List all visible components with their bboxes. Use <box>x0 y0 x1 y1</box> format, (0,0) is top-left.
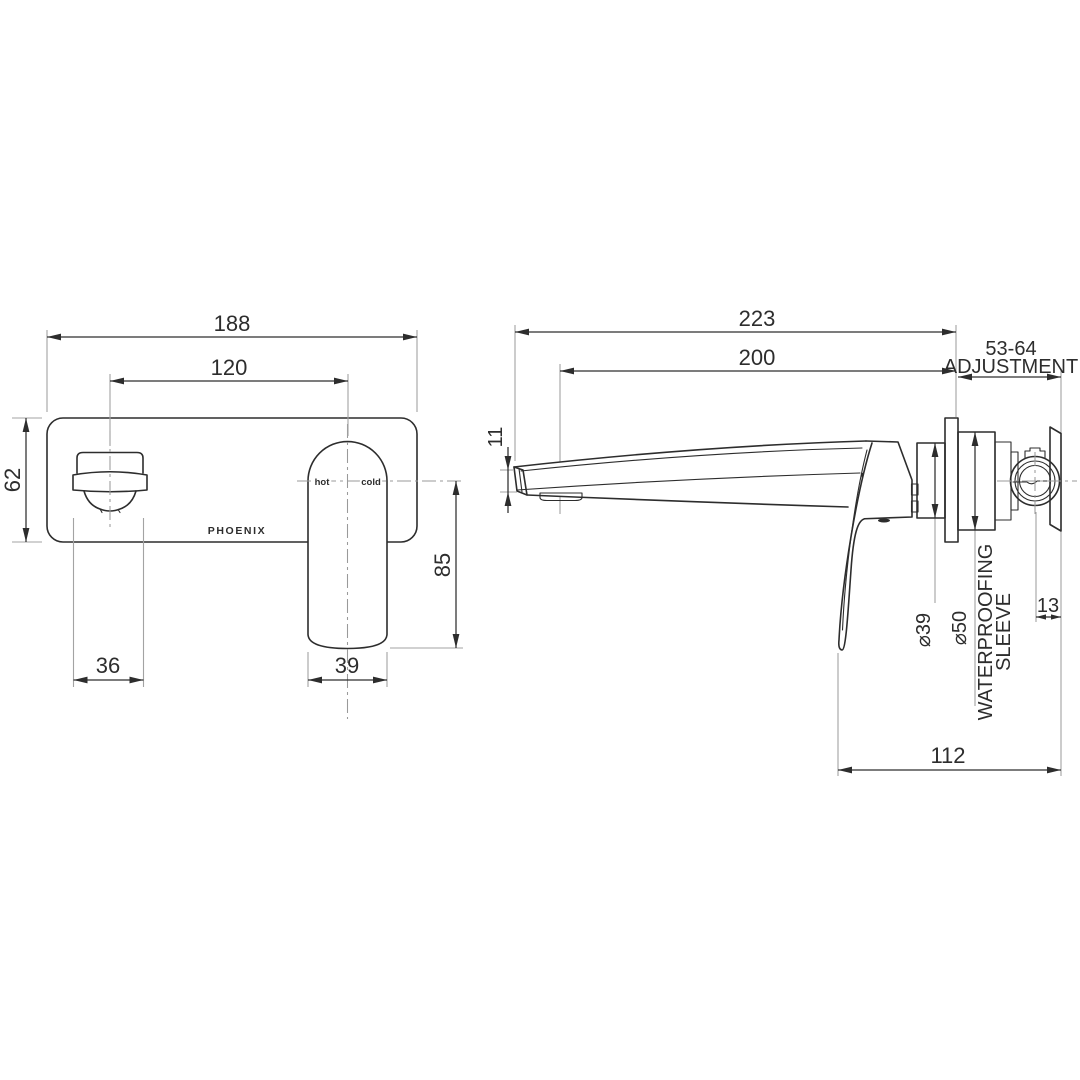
grub-screw <box>878 518 890 523</box>
hot-label: hot <box>315 477 331 488</box>
brand-logo-text: PHOENIX <box>208 525 266 537</box>
dim-label-dia50: ⌀50 <box>949 611 971 645</box>
dimension-plate-height: 62 <box>0 417 42 543</box>
dimension-handle-projection: 112 <box>838 743 1061 774</box>
wall-plate-edge <box>944 417 959 543</box>
cartridge-serration <box>1024 447 1046 459</box>
dim-label-dia39: ⌀39 <box>913 613 935 647</box>
dimension-outlet-width: 36 <box>72 518 145 687</box>
dim-label-53-64: 53-64 <box>985 338 1036 360</box>
dim-label-11: 11 <box>485 427 507 448</box>
dim-label-36: 36 <box>96 653 120 678</box>
dimension-handle-width: 39 <box>307 652 388 687</box>
dimension-handle-length: 85 <box>390 481 463 649</box>
dim-label-188: 188 <box>214 311 251 336</box>
dimension-body-diameter: ⌀39 <box>913 443 939 647</box>
label-sleeve: SLEEVE <box>993 593 1015 671</box>
dimension-adjustment: 53-64 ADJUSTMENT <box>944 338 1078 381</box>
mounting-bracket <box>1049 426 1062 532</box>
mixer-body-side <box>857 440 913 520</box>
mixer-handle-front: hot cold <box>297 424 463 719</box>
dimension-spout-tip-height: 11 <box>485 427 517 513</box>
dim-label-200: 200 <box>739 345 776 370</box>
dimension-spout-projection: 200 <box>560 345 956 375</box>
dimension-overall-projection: 223 <box>515 306 956 336</box>
dimension-plate-width: 188 <box>46 311 418 412</box>
dim-label-adjustment: ADJUSTMENT <box>944 356 1078 378</box>
label-waterproofing: WATERPROOFING <box>975 544 997 721</box>
spout-outlet-front <box>72 431 148 531</box>
aerator <box>539 492 583 502</box>
side-view: 223 200 53-64 ADJUSTMENT 11 <box>485 306 1078 776</box>
valve-assembly <box>910 417 1077 543</box>
body-cylinder <box>916 442 946 519</box>
dim-label-13: 13 <box>1037 595 1059 617</box>
mixer-handle-side <box>838 442 873 651</box>
dim-label-85: 85 <box>430 553 455 577</box>
front-view: hot cold PHOENIX 188 120 <box>0 311 463 719</box>
dim-label-223: 223 <box>739 306 776 331</box>
dimension-cartridge-offset: 13 <box>1036 595 1061 620</box>
spout-side <box>513 440 913 523</box>
dimension-centres: 120 <box>109 355 349 446</box>
dimension-sleeve-diameter: ⌀50 WATERPROOFING SLEEVE <box>949 432 1015 720</box>
dim-label-62: 62 <box>0 468 25 492</box>
wall-plate-front <box>46 417 418 543</box>
dim-label-120: 120 <box>211 355 248 380</box>
waterproofing-sleeve <box>957 431 996 531</box>
dim-label-39: 39 <box>335 653 359 678</box>
dim-label-112: 112 <box>930 743 965 768</box>
cold-label: cold <box>361 477 381 488</box>
